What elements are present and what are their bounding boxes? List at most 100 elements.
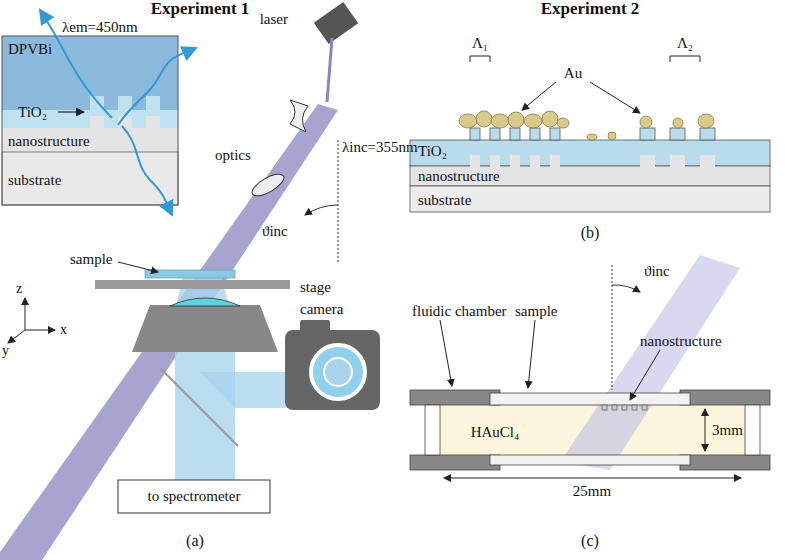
layer-band: TiO₂ xyxy=(410,141,466,162)
axis-label: y xyxy=(2,342,9,360)
drawing-rect xyxy=(285,330,380,410)
drawing-line xyxy=(612,265,613,390)
drawing-g xyxy=(459,111,714,140)
drawing-g xyxy=(90,116,160,128)
drawing-path xyxy=(290,100,308,132)
drawing-line xyxy=(528,320,535,388)
drawing-ellipse xyxy=(459,114,477,128)
panel-label: (b) xyxy=(581,224,600,242)
drawing-rect xyxy=(490,455,690,465)
drawing-path xyxy=(470,56,490,62)
angle-label: ϑinc xyxy=(262,222,288,240)
drawing-rect xyxy=(550,155,560,167)
drawing-rect xyxy=(622,405,627,410)
drawing-ellipse xyxy=(557,118,569,128)
drawing-rect xyxy=(118,480,270,513)
node-text: substrate xyxy=(8,171,178,189)
drawing-line xyxy=(338,140,339,262)
drawing-g xyxy=(90,96,160,110)
drawing-ellipse xyxy=(698,114,714,128)
drawing-rect xyxy=(490,155,500,167)
drawing-ellipse xyxy=(608,132,616,140)
drawing-ellipse xyxy=(542,111,558,127)
panel-heading: Experiment 1 xyxy=(151,0,250,18)
drawing-line xyxy=(8,330,25,343)
drawing-path xyxy=(170,298,240,306)
drawing-rect xyxy=(510,128,520,140)
dimension-label: 3mm xyxy=(712,421,743,439)
inset-stack xyxy=(2,10,196,215)
panel-heading: Experiment 2 xyxy=(541,0,640,18)
drawing-rect xyxy=(2,128,178,152)
node-text: TiO₂ xyxy=(418,142,466,160)
drawing-line xyxy=(522,82,556,110)
layer-label: TiO₂ xyxy=(18,103,47,121)
drawing-rect xyxy=(410,140,770,166)
part-label: laser xyxy=(260,10,288,28)
axis-label: x xyxy=(60,321,67,339)
drawing-rect xyxy=(410,455,500,470)
drawing-rect xyxy=(632,405,637,410)
drawing-rect xyxy=(640,155,655,167)
drawing-rect xyxy=(90,116,104,128)
drawing-line xyxy=(444,478,741,479)
drawing-rect xyxy=(425,405,440,455)
node-text: nanostructure xyxy=(8,132,178,150)
drawing-rect xyxy=(2,36,178,205)
panel-b-stack xyxy=(410,56,770,212)
drawing-rect xyxy=(490,128,500,140)
part-label: camera xyxy=(300,300,343,318)
panel-c-chamber xyxy=(410,255,770,478)
drawing-path xyxy=(118,48,196,125)
drawing-polygon xyxy=(132,305,278,352)
period-label: Λ₁ xyxy=(472,34,488,52)
drawing-line xyxy=(705,409,706,451)
drawing-line xyxy=(590,82,640,113)
drawing-ellipse xyxy=(508,112,524,128)
output-box: to spectrometer xyxy=(118,480,270,513)
drawing-line xyxy=(25,298,26,330)
drawing-ellipse xyxy=(491,114,509,128)
drawing-path xyxy=(612,285,640,292)
axis-label: z xyxy=(16,280,22,298)
drawing-line xyxy=(327,38,332,102)
drawing-rect xyxy=(670,128,685,140)
drawing-path xyxy=(670,56,700,62)
drawing-rect xyxy=(2,152,178,205)
drawing-rect xyxy=(410,186,770,212)
drawing-g xyxy=(470,128,715,140)
drawing-rect xyxy=(410,166,770,186)
drawing-ellipse xyxy=(476,111,492,127)
drawing-rect xyxy=(530,155,540,167)
angle-label: ϑinc xyxy=(644,262,670,280)
part-label: sample xyxy=(70,250,113,268)
panel-label: (c) xyxy=(581,532,599,550)
node-text: nanostructure xyxy=(418,167,770,185)
wavelength-label: λinc=355nm xyxy=(342,138,418,156)
period-label: Λ₂ xyxy=(677,34,693,52)
panel-label: (a) xyxy=(186,532,204,550)
node-text: substrate xyxy=(418,191,770,209)
layer-band: DPVBi xyxy=(2,36,178,96)
drawing-ellipse xyxy=(673,118,683,128)
node-text: HAuCl₄ xyxy=(445,423,545,441)
drawing-line xyxy=(118,262,158,272)
material-label: Au xyxy=(564,64,582,82)
wavelength-label: λem=450nm xyxy=(62,18,138,36)
part-label: stage xyxy=(300,278,331,296)
drawing-line xyxy=(160,368,238,446)
drawing-ellipse xyxy=(524,114,542,128)
drawing-rect xyxy=(410,390,500,405)
drawing-ellipse xyxy=(249,170,287,200)
drawing-g xyxy=(470,155,715,167)
fluid-region: HAuCl₄ xyxy=(445,420,545,444)
drawing-line xyxy=(440,320,452,386)
dimension-label: 25mm xyxy=(573,482,611,500)
drawing-rect xyxy=(642,405,647,410)
drawing-circle xyxy=(311,345,365,399)
drawing-rect xyxy=(530,128,540,140)
drawing-rect xyxy=(470,128,480,140)
drawing-rect xyxy=(510,155,520,167)
layer-band: nanostructure xyxy=(2,130,178,152)
